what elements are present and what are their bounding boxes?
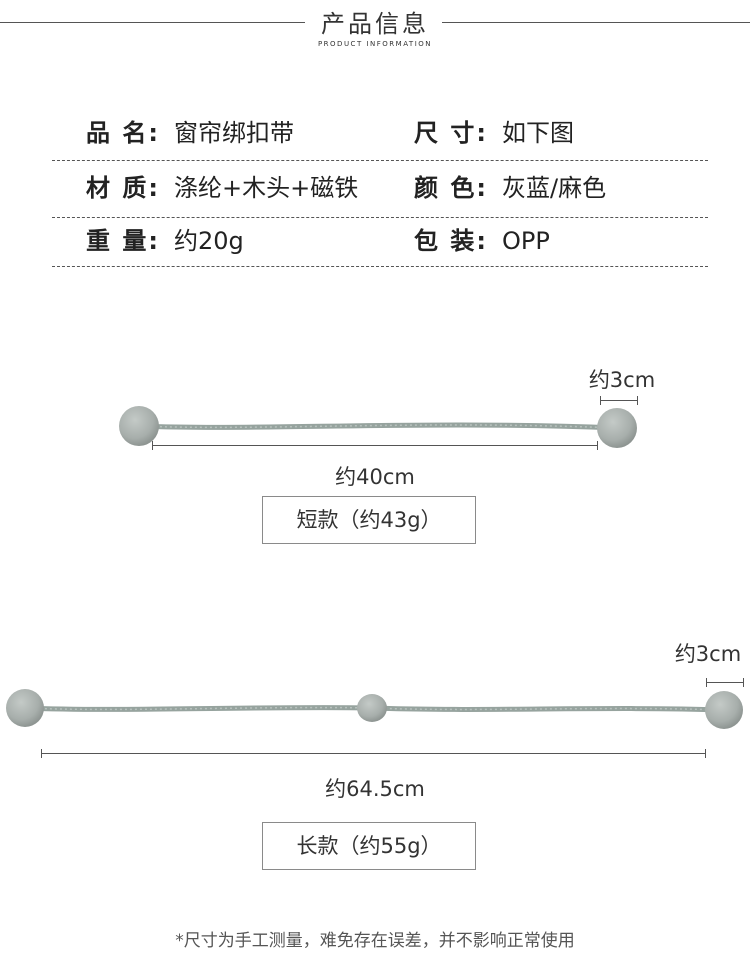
long-length-label: 约64.5cm [325, 777, 425, 801]
short-left-ball [119, 406, 159, 446]
short-ball-size-label: 约3cm [588, 368, 656, 392]
spec-divider [52, 217, 708, 218]
long-cord [22, 705, 727, 713]
spec-divider [52, 266, 708, 267]
spec-divider [52, 160, 708, 161]
short-cord [137, 422, 620, 431]
long-left-ball [6, 689, 44, 727]
long-ball-size-label: 约3cm [674, 642, 742, 666]
spec-row-1: 品 名: 窗帘绑扣带 尺 寸: 如下图 [52, 108, 708, 158]
spec-label-size: 尺 寸: [414, 119, 488, 147]
header-line-left [0, 22, 305, 23]
long-ball-dimension-tick [743, 678, 744, 687]
short-ball-dimension-tick [637, 396, 638, 405]
short-length-dimension-tick [597, 441, 598, 450]
spec-value-name: 窗帘绑扣带 [174, 119, 294, 147]
long-length-dimension-line [41, 753, 706, 754]
short-length-label: 约40cm [335, 465, 415, 489]
long-middle-bead [357, 694, 387, 722]
spec-value-size: 如下图 [502, 119, 574, 147]
short-ball-dimension-line [600, 400, 638, 401]
section-title: 产品信息 [321, 10, 429, 38]
short-length-dimension-line [152, 445, 598, 446]
long-length-dimension-tick [705, 749, 706, 758]
measurement-footnote: *尺寸为手工测量，难免存在误差，并不影响正常使用 [175, 931, 575, 951]
spec-row-2: 材 质: 涤纶+木头+磁铁 颜 色: 灰蓝/麻色 [52, 163, 708, 213]
spec-label-package: 包 装: [414, 227, 488, 255]
header-line-right [442, 22, 750, 23]
long-ball-dimension-line [706, 682, 744, 683]
long-right-ball [705, 691, 743, 729]
short-right-ball [597, 408, 637, 448]
short-ball-dimension-tick [600, 396, 601, 405]
spec-value-package: OPP [502, 227, 550, 255]
short-model-label: 短款（约43g） [262, 496, 476, 544]
spec-label-name: 品 名: [86, 119, 160, 147]
spec-value-color: 灰蓝/麻色 [502, 174, 607, 202]
section-subtitle: PRODUCT INFORMATION [317, 40, 433, 48]
spec-value-material: 涤纶+木头+磁铁 [174, 174, 359, 202]
long-length-dimension-tick [41, 749, 42, 758]
long-model-label: 长款（约55g） [262, 822, 476, 870]
spec-label-color: 颜 色: [414, 174, 488, 202]
spec-label-weight: 重 量: [86, 227, 160, 255]
spec-value-weight: 约20g [174, 227, 244, 255]
short-length-dimension-tick [152, 441, 153, 450]
long-ball-dimension-tick [706, 678, 707, 687]
spec-row-3: 重 量: 约20g 包 装: OPP [52, 216, 708, 266]
spec-label-material: 材 质: [86, 174, 160, 202]
